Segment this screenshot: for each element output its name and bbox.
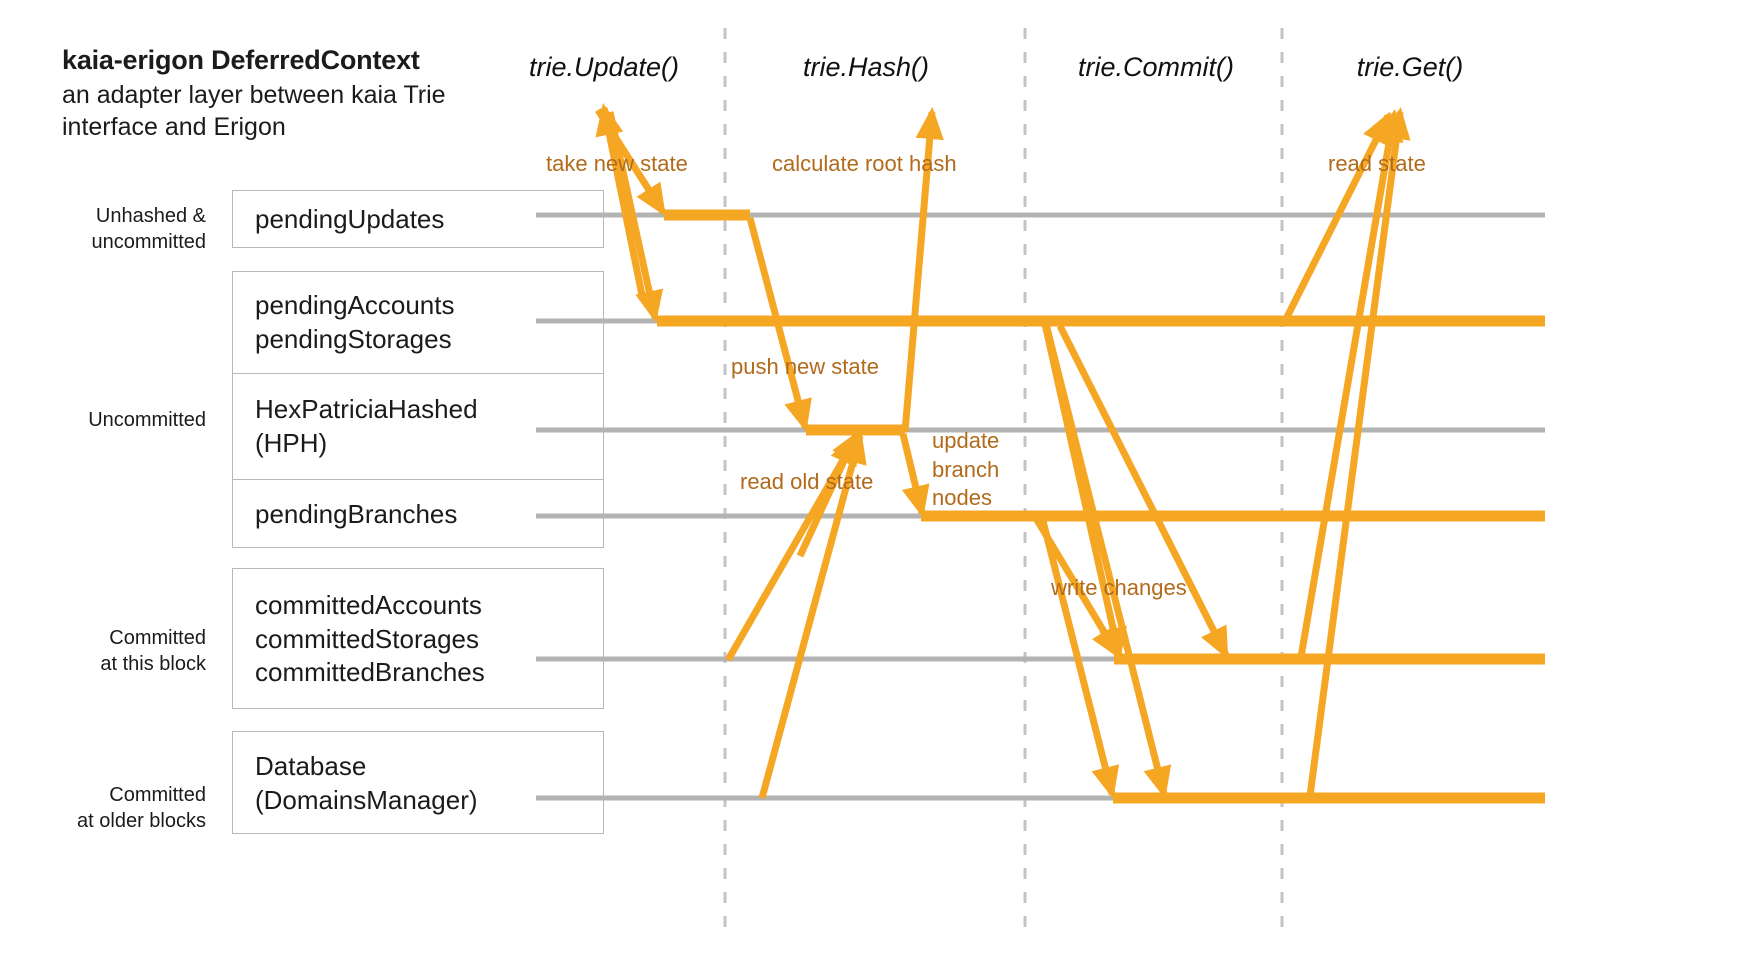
group-label-2: Committed at this block [100, 627, 206, 676]
push-new-state-label: push new state [731, 354, 879, 379]
arrow-commit-acc-to-db [1042, 323, 1172, 799]
database-box: Database (DomainsManager) [232, 731, 604, 834]
box-label: pendingAccounts pendingStorages [255, 289, 455, 354]
group-label-0: Unhashed & uncommitted [91, 205, 207, 254]
column-header-3: trie.Get() [1356, 52, 1464, 82]
write-changes-label: write changes [1051, 575, 1187, 600]
box-row: Database (DomainsManager) [233, 732, 603, 835]
column-header-0: trie.Update() [528, 52, 680, 82]
arrow-update-to-pending-accounts [606, 111, 664, 324]
box-label: pendingUpdates [255, 204, 445, 235]
box-row: HexPatriciaHashed (HPH) [233, 373, 603, 479]
arrow-pending-updates-to-hph [746, 217, 812, 432]
box-label: HexPatriciaHashed (HPH) [255, 393, 478, 458]
box-label: pendingBranches [255, 498, 458, 529]
page-subtitle: an adapter layer between kaia Trie inter… [62, 80, 446, 142]
arrow-get-from-block [1297, 108, 1404, 658]
lifelines [536, 209, 1545, 804]
group-label-1: Uncommitted [88, 409, 206, 431]
calculate-root-hash-label: calculate root hash [772, 151, 957, 176]
box-label: committedAccounts committedStorages comm… [255, 589, 485, 688]
column-header-2: trie.Commit() [1078, 52, 1234, 82]
group-label-3: Committed at older blocks [77, 784, 206, 833]
pending-updates-box: pendingUpdates [232, 190, 604, 248]
box-row: pendingUpdates [233, 191, 603, 249]
update-branch-nodes-label: update branch nodes [932, 428, 1000, 511]
arrow-commit-acc-to-block2 [1056, 324, 1230, 660]
read-state-label: read state [1328, 151, 1426, 176]
read-old-state-label: read old state [740, 469, 874, 494]
page-title: kaia-erigon DeferredContext [62, 45, 420, 75]
arrow-commit-acc-to-block [1041, 323, 1127, 661]
committed-block-box: committedAccounts committedStorages comm… [232, 568, 604, 709]
box-row: committedAccounts committedStorages comm… [233, 569, 603, 710]
arrow-commit-br-to-db [1039, 520, 1120, 799]
arrow-get-from-accounts [1279, 111, 1392, 327]
title-block: kaia-erigon DeferredContext an adapter l… [62, 44, 532, 144]
box-row: pendingBranches [233, 479, 603, 549]
arrow-take-new-state-up [595, 102, 647, 301]
box-label: Database (DomainsManager) [255, 750, 478, 815]
column-header-1: trie.Hash() [802, 52, 930, 82]
box-row: pendingAccounts pendingStorages [233, 272, 603, 373]
arrow-get-from-db [1306, 106, 1411, 797]
arrow-hash-to-branches [899, 433, 930, 519]
take-new-state-label: take new state [546, 151, 688, 176]
